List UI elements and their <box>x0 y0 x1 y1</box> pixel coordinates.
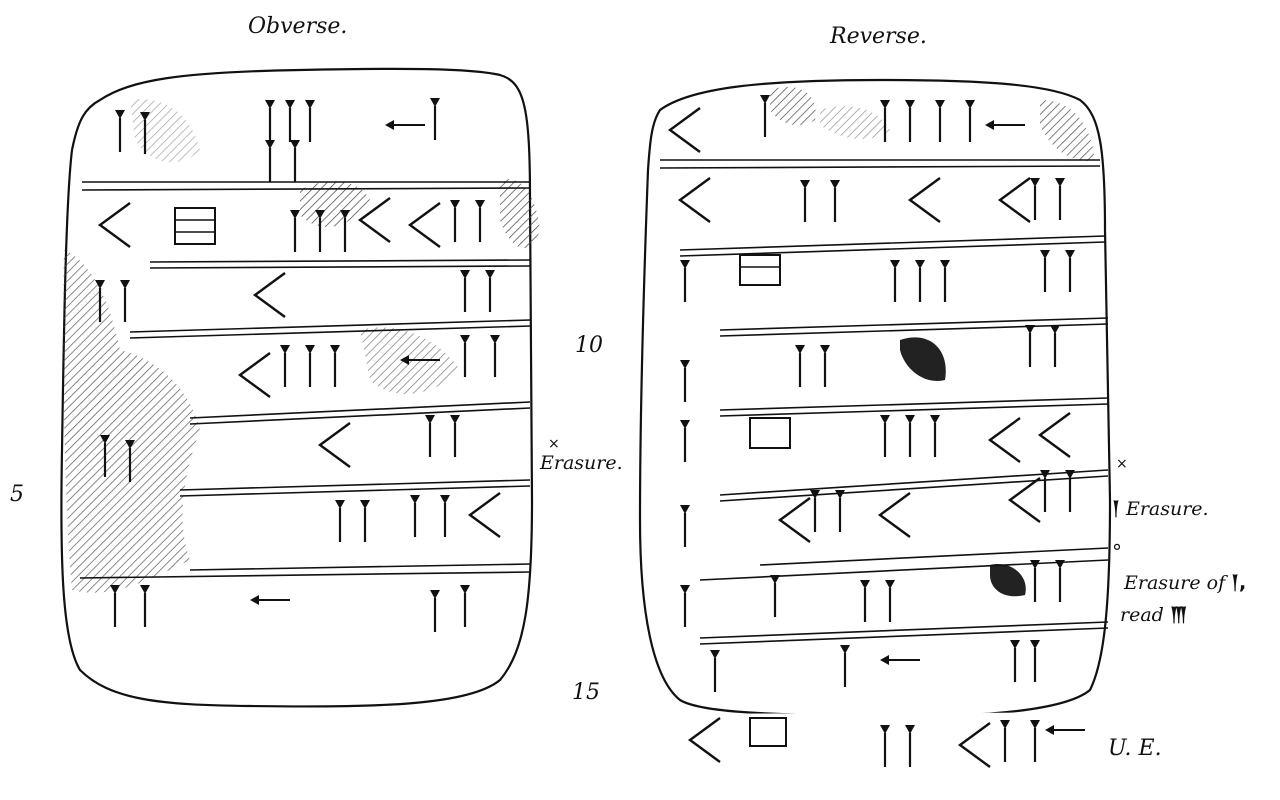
line-number-10: 10 <box>575 333 603 358</box>
erasure-of-label: Erasure of <box>1124 572 1226 594</box>
erasure-of-note: Erasure of 𒁹, <box>1124 560 1246 603</box>
line-number-5: 5 <box>10 482 24 507</box>
triple-wedge-sign-icon: 𒐈 <box>1169 604 1188 626</box>
erasure-note-reverse: 𒁹 Erasure. <box>1112 486 1209 529</box>
reverse-heading: Reverse. <box>830 24 927 49</box>
erasure-cross-mark: × <box>548 436 560 452</box>
erasure-label: Erasure. <box>1125 498 1209 520</box>
obverse-heading: Obverse. <box>248 14 348 39</box>
read-label: read <box>1120 604 1164 626</box>
wedge-sign-icon: 𒁹 <box>1112 498 1120 520</box>
read-note: read 𒐈 <box>1120 592 1188 635</box>
erasure-cross-mark-reverse: × <box>1116 456 1128 472</box>
reverse-tablet <box>638 78 1112 778</box>
erasure-circle-mark: ° <box>1112 540 1122 564</box>
upper-edge-label: U. E. <box>1108 736 1162 761</box>
obverse-tablet <box>60 67 540 708</box>
single-wedge-sign-icon: 𒁹, <box>1231 572 1247 594</box>
line-number-15: 15 <box>572 680 600 705</box>
erasure-note-obverse: Erasure. <box>540 452 623 474</box>
